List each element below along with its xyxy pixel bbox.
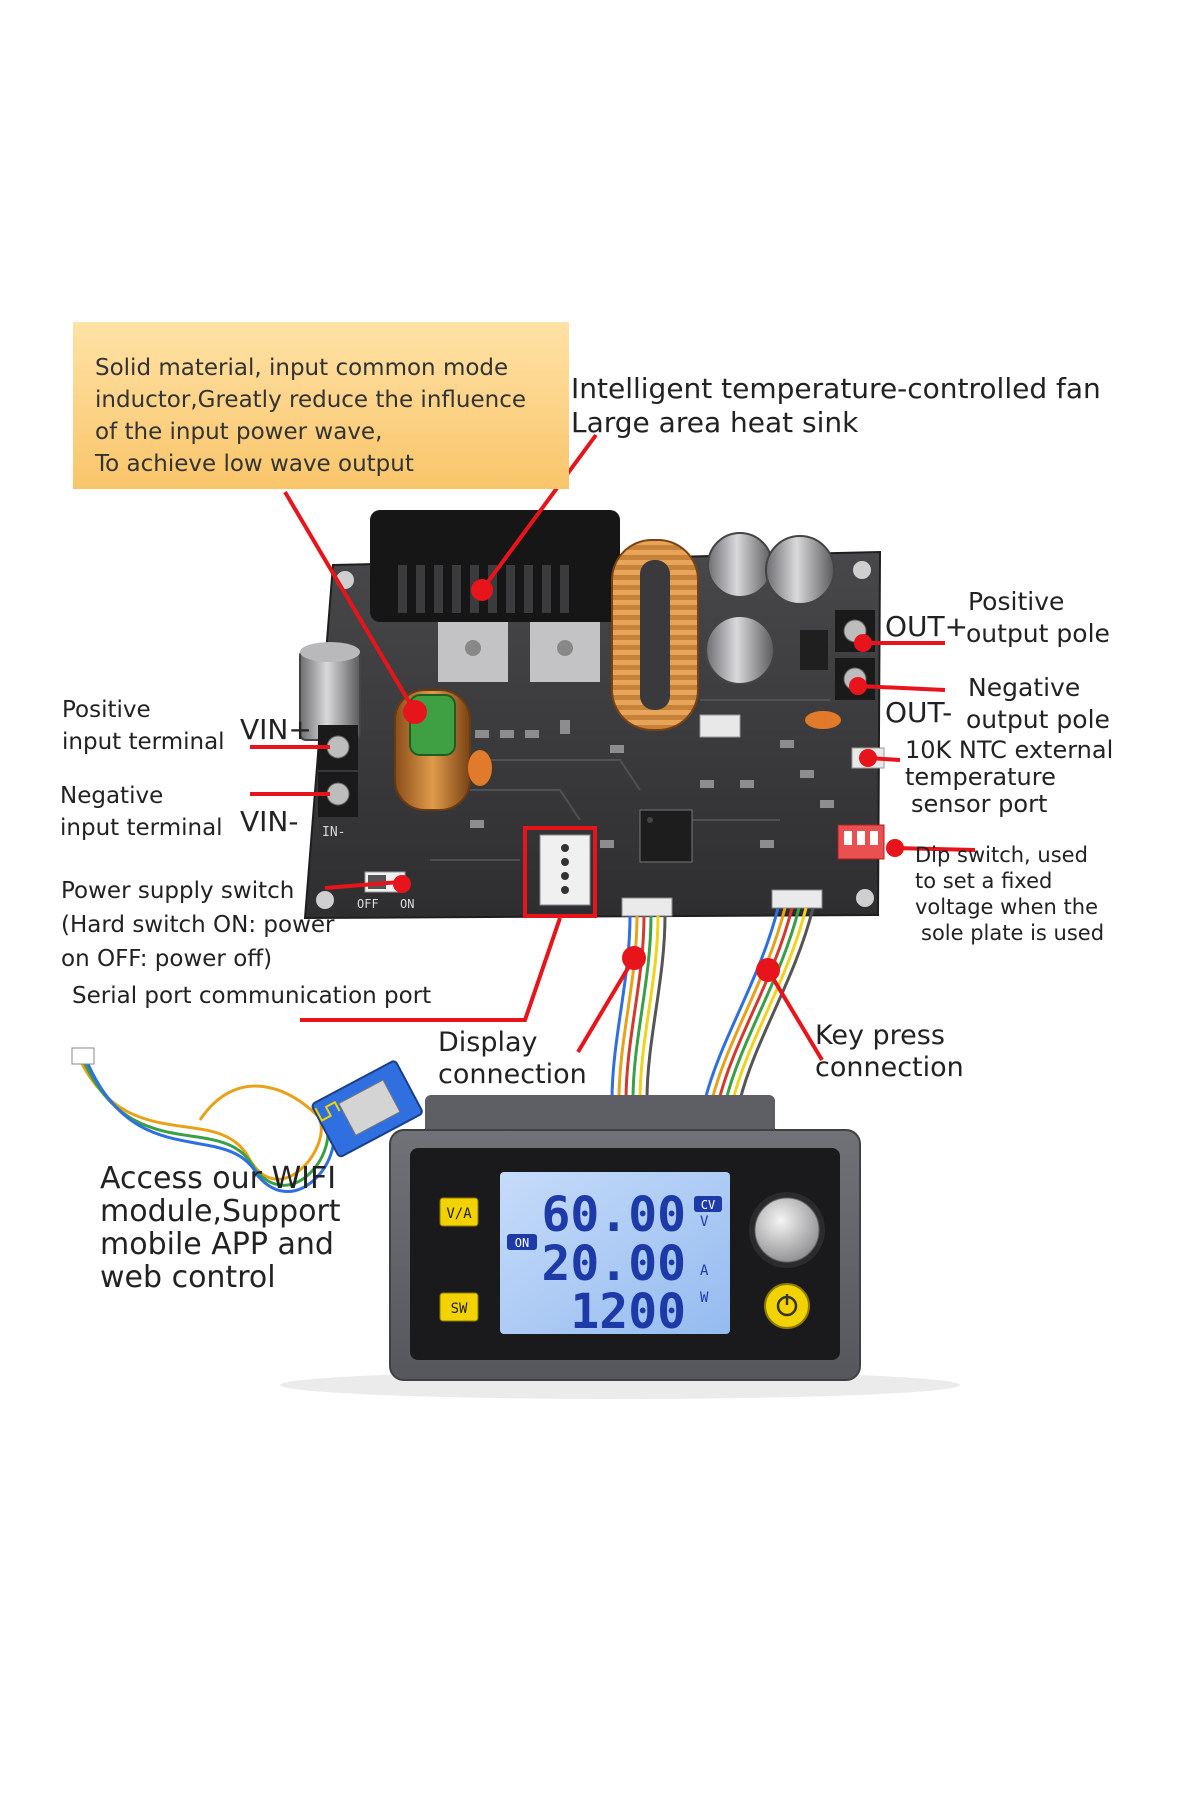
vin-plus-tag: VIN+ (240, 713, 312, 746)
wifi-line-1: Access our WIFI (100, 1161, 337, 1196)
va-button[interactable]: V/A (439, 1197, 479, 1227)
callout-line-1: Solid material, input common mode (95, 355, 509, 381)
power-icon (776, 1294, 798, 1317)
positive-output-label: Positive output pole (966, 586, 1110, 650)
voltage-readout: 60.00 (542, 1187, 687, 1243)
negative-input-line-2: input terminal (60, 815, 223, 841)
ntc-line-1: 10K NTC external (905, 736, 1114, 764)
dip-line-4: sole plate is used (921, 921, 1105, 945)
ntc-line-2: temperature (905, 763, 1056, 791)
vin-minus-silk: IN- (322, 825, 345, 840)
pointer-lines (250, 433, 976, 1062)
negative-input-line-1: Negative (60, 783, 164, 809)
inductor-callout: Solid material, input common mode induct… (73, 322, 569, 489)
power-switch-label: Power supply switch (Hard switch ON: pow… (61, 874, 335, 976)
positive-output-line-2: output pole (966, 619, 1110, 648)
out-plus-tag: OUT+ (885, 610, 969, 643)
output-capacitors (699, 532, 835, 738)
adjust-knob[interactable] (749, 1192, 825, 1268)
dip-line-1: Dip switch, used (915, 843, 1088, 867)
out-minus-tag: OUT- (885, 696, 953, 729)
vin-minus-tag: VIN- (240, 805, 299, 838)
positive-output-line-1: Positive (968, 587, 1065, 616)
va-button-label: V/A (446, 1206, 472, 1222)
ntc-port-label: 10K NTC external temperature sensor port (905, 737, 1113, 818)
negative-output-line-2: output pole (966, 705, 1110, 734)
serial-port-label: Serial port communication port (72, 983, 432, 1009)
display-connection-line-1: Display (438, 1027, 538, 1058)
wifi-line-2: module,Support (100, 1194, 341, 1229)
power-readout: 1200 (570, 1284, 686, 1340)
key-press-line-1: Key press (815, 1020, 945, 1051)
negative-output-line-1: Negative (968, 673, 1081, 702)
switch-off-mark: OFF (357, 897, 379, 911)
wifi-line-3: mobile APP and (100, 1227, 334, 1262)
callout-line-4: To achieve low wave output (95, 451, 414, 477)
power-switch-line-3: on OFF: power off) (61, 946, 273, 972)
current-unit: A (700, 1263, 709, 1279)
display-ribbon-cable (610, 915, 667, 1101)
display-module: ON CV 60.00 20.00 1200 V A W (389, 1095, 861, 1381)
positive-input-label: Positive input terminal (62, 694, 225, 758)
wifi-module-label: Access our WIFI module,Support mobile AP… (100, 1162, 341, 1294)
key-ribbon-cable (703, 907, 815, 1101)
display-connection-label: Display connection (438, 1027, 587, 1091)
fan-heatsink-label: Intelligent temperature-controlled fan L… (571, 372, 1101, 439)
dip-line-3: voltage when the (915, 895, 1098, 919)
callout-line-2: inductor,Greatly reduce the influence (95, 387, 526, 413)
serial-port-highlight-box (523, 826, 597, 918)
display-connection-line-2: connection (438, 1059, 587, 1090)
callout-line-3: of the input power wave, (95, 419, 383, 445)
dip-line-2: to set a fixed (915, 869, 1053, 893)
on-badge: ON (515, 1236, 529, 1250)
dip-switch-label: Dip switch, used to set a fixed voltage … (915, 842, 1104, 946)
negative-output-label: Negative output pole (966, 672, 1110, 736)
pointer-dots (393, 579, 904, 982)
switch-on-mark: ON (400, 897, 414, 911)
serial-port-connector (539, 834, 591, 906)
key-press-label: Key press connection (815, 1020, 964, 1084)
cv-badge: CV (701, 1198, 715, 1212)
current-readout: 20.00 (542, 1236, 687, 1292)
sw-button[interactable]: SW (439, 1292, 479, 1322)
power-switch-line-1: Power supply switch (61, 878, 295, 904)
sw-button-label: SW (451, 1301, 468, 1317)
wifi-line-4: web control (100, 1260, 276, 1295)
negative-input-label: Negative input terminal (60, 780, 223, 844)
power-switch-line-2: (Hard switch ON: power (61, 912, 335, 938)
terminal-blocks (318, 610, 875, 817)
dip-switch (837, 824, 885, 860)
toroid-inductor (611, 539, 699, 731)
key-press-line-2: connection (815, 1052, 964, 1083)
positive-input-line-2: input terminal (62, 729, 225, 755)
positive-input-line-1: Positive (62, 697, 151, 723)
power-unit: W (700, 1290, 709, 1306)
ntc-line-3: sensor port (911, 790, 1048, 818)
voltage-unit: V (700, 1214, 709, 1230)
fan-label-line-1: Intelligent temperature-controlled fan (571, 372, 1101, 405)
input-common-mode-inductor (299, 642, 841, 811)
wifi-module (71, 1047, 423, 1193)
fan-label-line-2: Large area heat sink (571, 405, 859, 439)
power-button[interactable] (764, 1283, 810, 1329)
